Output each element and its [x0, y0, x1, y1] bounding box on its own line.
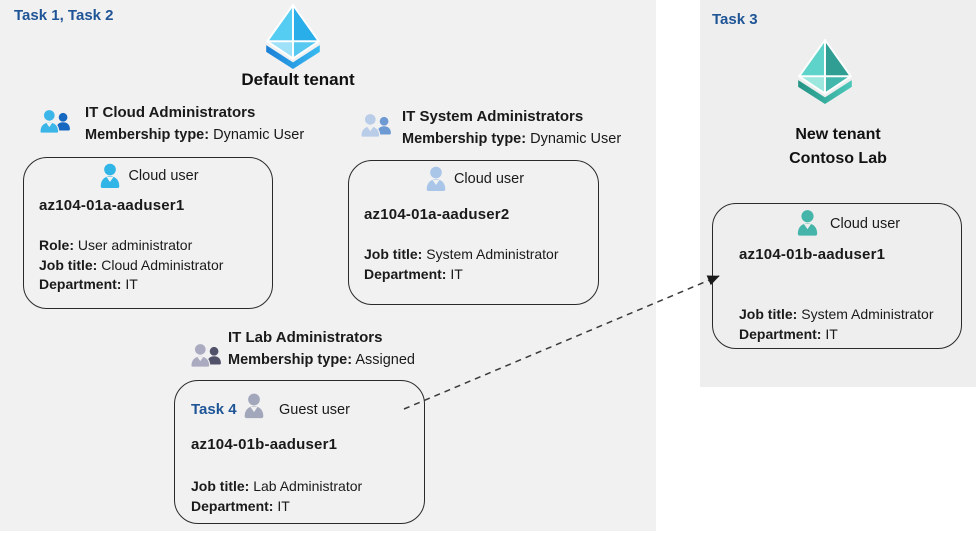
default-tenant-title: Default tenant — [241, 70, 355, 89]
user-type-label: Cloud user — [830, 216, 901, 232]
membership-type-cloud-admins: Membership type: Dynamic User — [85, 127, 304, 143]
job-title-value: Lab Administrator — [253, 478, 363, 494]
membership-value: Dynamic User — [530, 131, 622, 147]
membership-label: Membership type: — [228, 352, 353, 368]
task-4-label: Task 4 — [191, 401, 237, 418]
job-title-row: Job title: System Administrator — [739, 304, 934, 324]
guest-user-icon — [241, 391, 267, 421]
job-title-label: Job title: — [39, 256, 98, 273]
membership-type-system-admins: Membership type: Dynamic User — [402, 131, 621, 147]
membership-label: Membership type: — [402, 131, 527, 147]
new-tenant-icon — [792, 38, 858, 105]
membership-label: Membership type: — [85, 127, 210, 143]
department-label: Department: — [739, 326, 822, 342]
job-title-label: Job title: — [191, 478, 250, 494]
cloud-user-icon — [97, 162, 123, 190]
department-label: Department: — [191, 498, 274, 514]
people-group-icon — [36, 106, 74, 140]
username: az104-01a-aaduser1 — [39, 197, 185, 214]
department-row: Department: IT — [39, 275, 223, 295]
job-title-row: Job title: Cloud Administrator — [39, 256, 223, 276]
user-type-label: Cloud user — [128, 168, 199, 184]
people-group-icon — [187, 340, 225, 374]
role-value: User administrator — [77, 237, 193, 253]
department-row: Department: IT — [739, 324, 934, 344]
user-details: Job title: System Administrator Departme… — [739, 304, 934, 344]
department-row: Department: IT — [364, 264, 559, 284]
new-tenant-user-card: Cloud user az104-01b-aaduser1 Job title:… — [712, 203, 962, 349]
department-label: Department: — [39, 276, 122, 292]
membership-type-lab-admins: Membership type: Assigned — [228, 352, 415, 368]
department-row: Department: IT — [191, 496, 362, 516]
department-value: IT — [825, 326, 838, 342]
job-title-row: Job title: System Administrator — [364, 244, 559, 264]
role-row: Role: User administrator — [39, 236, 223, 256]
username: az104-01a-aaduser2 — [364, 206, 510, 223]
task-1-2-label: Task 1, Task 2 — [14, 7, 114, 24]
job-title-label: Job title: — [739, 306, 798, 322]
job-title-value: Cloud Administrator — [101, 256, 224, 273]
group-name-cloud-admins: IT Cloud Administrators — [85, 104, 256, 121]
new-tenant-title-line1: New tenant — [795, 126, 881, 143]
username: az104-01b-aaduser1 — [739, 246, 886, 263]
new-tenant-title-line2: Contoso Lab — [789, 150, 887, 167]
role-label: Role: — [39, 237, 74, 253]
membership-value: Dynamic User — [213, 127, 305, 143]
default-tenant-section — [0, 0, 656, 531]
department-label: Department: — [364, 266, 447, 282]
job-title-row: Job title: Lab Administrator — [191, 476, 362, 496]
department-value: IT — [450, 266, 463, 282]
azure-ad-tenant-icon — [262, 3, 324, 70]
group-name-system-admins: IT System Administrators — [402, 108, 584, 125]
user-type-label: Cloud user — [453, 171, 525, 187]
department-value: IT — [125, 276, 138, 292]
people-group-icon — [357, 110, 395, 144]
card-header: Cloud user — [24, 162, 272, 190]
user-details: Job title: System Administrator Departme… — [364, 244, 559, 284]
user-type-label: Guest user — [279, 402, 350, 418]
task-3-label: Task 3 — [712, 11, 758, 28]
job-title-value: System Administrator — [801, 306, 934, 322]
job-title-label: Job title: — [364, 246, 423, 262]
user-card-aaduser2: Cloud user az104-01a-aaduser2 Job title:… — [348, 160, 599, 305]
user-details: Role: User administrator Job title: Clou… — [39, 236, 223, 295]
department-value: IT — [277, 498, 290, 514]
guest-user-card: Task 4 Guest user az104-01b-aaduser1 Job… — [174, 380, 425, 524]
job-title-value: System Administrator — [426, 246, 559, 262]
group-name-lab-admins: IT Lab Administrators — [228, 329, 383, 346]
username: az104-01b-aaduser1 — [191, 436, 338, 453]
user-details: Job title: Lab Administrator Department:… — [191, 476, 362, 516]
cloud-user-icon — [794, 208, 821, 238]
card-header: Cloud user — [349, 165, 598, 193]
cloud-user-icon — [423, 165, 449, 193]
user-card-aaduser1: Cloud user az104-01a-aaduser1 Role: User… — [23, 157, 273, 309]
membership-value: Assigned — [355, 352, 415, 368]
